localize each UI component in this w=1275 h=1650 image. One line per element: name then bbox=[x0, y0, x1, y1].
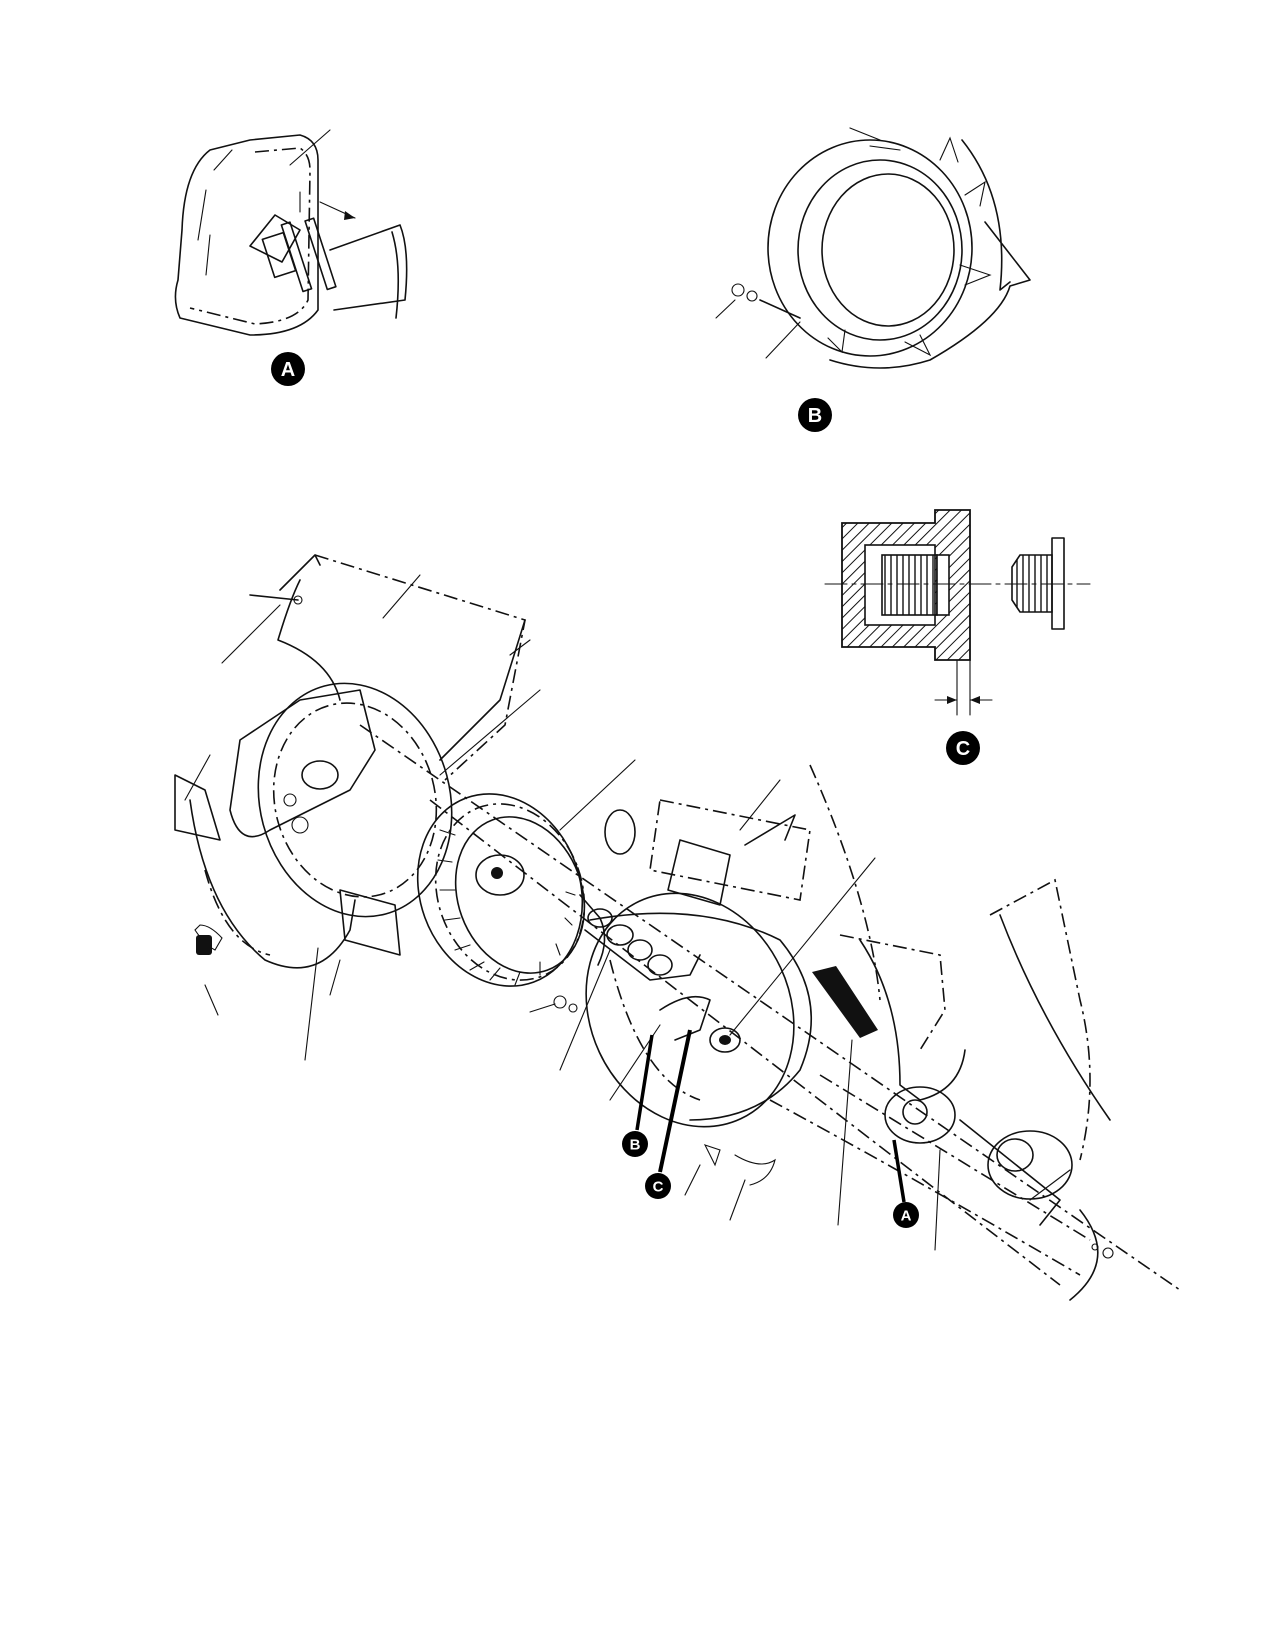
motor-assembly bbox=[604, 799, 811, 906]
detail-a-badge: A bbox=[271, 352, 305, 386]
gasket-strip bbox=[812, 966, 878, 1038]
mounting-centerline bbox=[429, 799, 1061, 1286]
svg-text:C: C bbox=[653, 1179, 664, 1196]
detail-b-illustration bbox=[715, 127, 1031, 369]
screw-left bbox=[529, 995, 578, 1013]
inlet-duct bbox=[839, 934, 1073, 1226]
detail-c-badge: C bbox=[946, 731, 980, 765]
svg-text:B: B bbox=[808, 405, 822, 427]
detail-c-illustration bbox=[824, 509, 1091, 716]
assembly-centerline bbox=[359, 724, 1181, 1291]
svg-text:B: B bbox=[630, 1137, 641, 1154]
callout-b-badge: B bbox=[622, 1131, 648, 1157]
callout-pointers bbox=[635, 1029, 906, 1203]
svg-text:C: C bbox=[956, 738, 970, 760]
detail-a-illustration bbox=[174, 129, 408, 336]
screw-right bbox=[1091, 1243, 1114, 1259]
left-housing-half bbox=[174, 554, 526, 969]
svg-text:A: A bbox=[281, 359, 295, 381]
leader-lines bbox=[184, 574, 1071, 1251]
detail-b-badge: B bbox=[798, 398, 832, 432]
callout-c-badge: C bbox=[645, 1173, 671, 1199]
coupling-parts bbox=[584, 908, 701, 981]
outer-housing bbox=[769, 764, 1111, 1301]
svg-text:A: A bbox=[901, 1208, 912, 1225]
shaft-pin bbox=[249, 594, 299, 601]
callout-a-badge: A bbox=[893, 1202, 919, 1228]
blower-wheel bbox=[416, 793, 606, 987]
